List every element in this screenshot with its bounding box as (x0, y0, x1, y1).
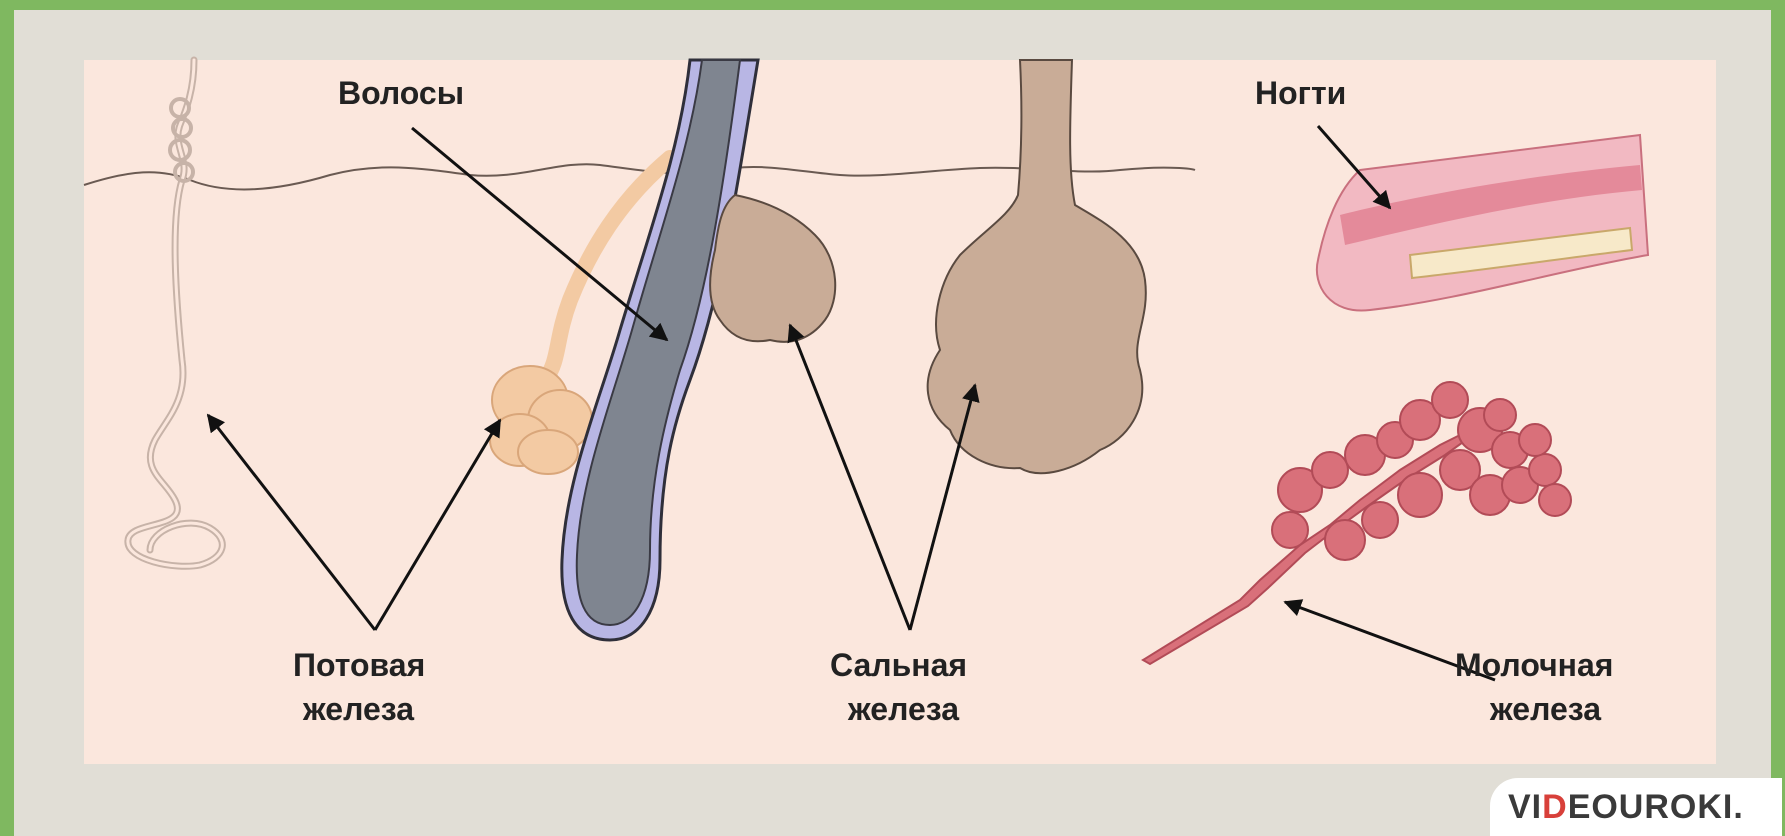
label-arrows (208, 126, 1495, 680)
mammary-gland (1143, 382, 1571, 664)
label-mammary-gland-line2: железа (1489, 691, 1601, 727)
label-hair: Волосы (338, 75, 464, 111)
label-sebaceous-gland-line2: железа (847, 691, 959, 727)
nail-illustration (1317, 135, 1648, 311)
label-sweat-gland-line2: железа (302, 691, 414, 727)
sebaceous-gland-large (928, 60, 1146, 473)
label-nails: Ногти (1255, 75, 1346, 111)
sebaceous-gland-small (710, 195, 835, 342)
videouroki-logo: VIDEOUROKI. (1490, 778, 1782, 836)
label-sebaceous-gland-line1: Сальная (830, 647, 967, 683)
label-sweat-gland-line1: Потовая (293, 647, 425, 683)
arrow-sebaceous-small (790, 325, 910, 630)
sweat-gland-coil-orange (490, 366, 592, 474)
arrow-hair (412, 128, 667, 340)
arrow-sweat-right (375, 420, 500, 630)
arrow-sweat-left (208, 415, 375, 630)
label-mammary-gland-line1: Молочная (1455, 647, 1613, 683)
logo-text: VIDEOUROKI. (1508, 788, 1744, 827)
